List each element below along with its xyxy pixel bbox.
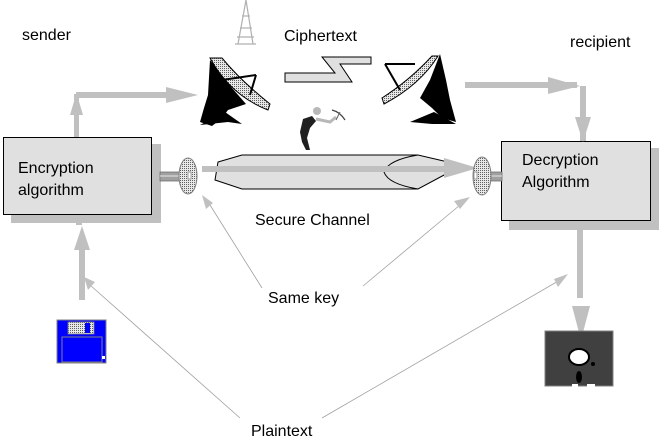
- encryption-box-text: Encryption algorithm: [18, 158, 94, 202]
- recipient-satellite-dish-icon: [381, 54, 456, 124]
- channel-arrow: [202, 158, 478, 178]
- dish-to-recipient-arrow: [465, 77, 591, 142]
- eavesdropper-icon: [300, 107, 346, 150]
- sender-label: sender: [22, 27, 71, 44]
- recipient-key-icon: [472, 156, 503, 196]
- encryption-algorithm-box: Encryption algorithm: [3, 137, 152, 215]
- plaintext-label: Plaintext: [251, 423, 313, 440]
- sender-to-dish-arrow: [70, 87, 198, 137]
- decryption-to-disk-arrow: [572, 230, 590, 340]
- encryption-line2: algorithm: [18, 182, 84, 199]
- ciphertext-label: Ciphertext: [284, 28, 357, 45]
- same-key-pointers: [202, 195, 470, 289]
- decryption-line1: Decryption: [522, 152, 599, 169]
- radio-tower-icon: [235, 0, 256, 45]
- encryption-line1: Encryption: [18, 160, 94, 177]
- sender-satellite-dish-icon: [200, 57, 271, 126]
- plaintext-pointers: [84, 274, 568, 419]
- secure-channel-label: Secure Channel: [255, 212, 370, 229]
- recipient-label: recipient: [570, 34, 631, 51]
- decryption-algorithm-box: Decryption Algorithm: [501, 141, 651, 221]
- same-key-label: Same key: [268, 290, 340, 307]
- disk-to-encryption-arrow: [74, 217, 90, 300]
- decryption-box-text: Decryption Algorithm: [522, 150, 598, 194]
- lightning-bolt-icon: [284, 56, 372, 83]
- sender-floppy-disk-icon: [56, 319, 107, 364]
- recipient-floppy-disk-icon: [544, 330, 614, 387]
- sender-key-icon: [159, 157, 198, 195]
- decryption-line2: Algorithm: [522, 174, 590, 191]
